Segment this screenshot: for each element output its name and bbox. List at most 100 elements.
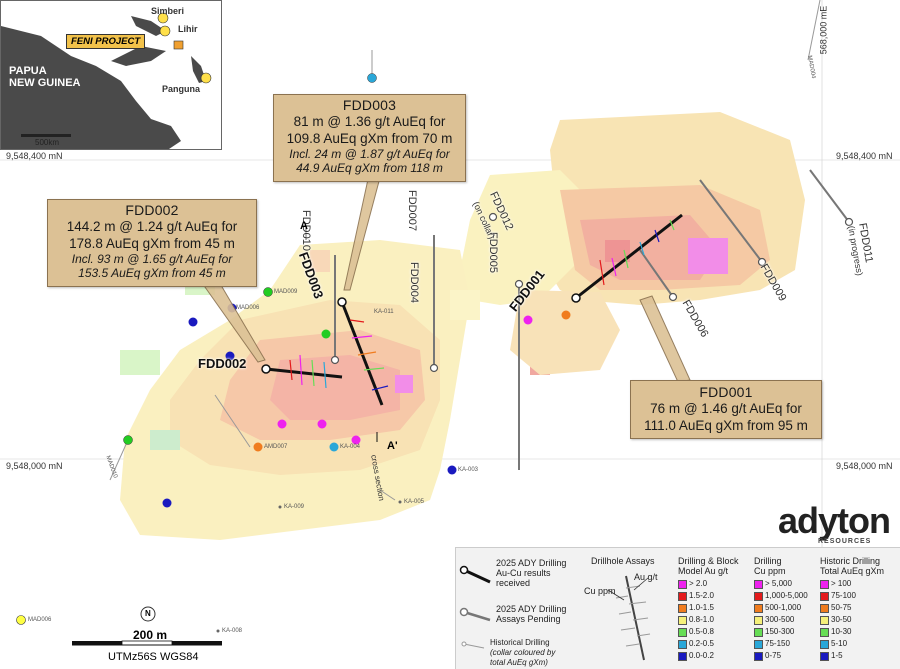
legend-label-cu-5: 75-150 xyxy=(765,639,790,648)
legend-label-au-5: 0.2-0.5 xyxy=(689,639,714,648)
hist-label-mad009: MAD009 xyxy=(274,289,298,295)
legend-swatch-au-0 xyxy=(678,580,687,589)
legend-cu-ppm: Cu ppm xyxy=(584,586,616,596)
callout-fdd001: FDD001 76 m @ 1.46 g/t AuEq for 111.0 Au… xyxy=(630,380,822,439)
block-model-east xyxy=(460,112,805,375)
hist-label-amd007: AMD007 xyxy=(264,444,288,450)
legend-swatch-cu-2 xyxy=(754,604,763,613)
legend-label-hist-5: 5-10 xyxy=(831,639,848,648)
callout-fdd003-title: FDD003 xyxy=(342,97,397,113)
callout-fdd003-line4: 44.9 AuEq gXm from 118 m xyxy=(296,161,443,175)
hist-label-mad006-sw: MAD006 xyxy=(28,617,52,623)
inset-canvas xyxy=(1,1,221,149)
legend-swatch-hist-3 xyxy=(820,616,829,625)
legend-label-cu-6: 0-75 xyxy=(765,651,782,660)
callout-fdd002-line3: Incl. 93 m @ 1.65 g/t AuEq for xyxy=(71,252,233,266)
hist-label-mad006: MAD006 xyxy=(236,305,260,311)
projection-label: UTMz56S WGS84 xyxy=(108,651,199,663)
legend-swatch-cu-1 xyxy=(754,592,763,601)
legend-label-au-6: 0.0-0.2 xyxy=(689,651,714,660)
received-holes xyxy=(261,213,683,406)
legend-swatch-cu-0 xyxy=(754,580,763,589)
hist-label-ka011: KA-011 xyxy=(374,309,394,315)
simberi-label: Simberi xyxy=(151,6,185,16)
legend-label-au-2: 1.0-1.5 xyxy=(689,603,714,612)
legend-label-hist-0: > 100 xyxy=(831,579,852,588)
legend-swatch-cu-5 xyxy=(754,640,763,649)
legend-swatch-au-5 xyxy=(678,640,687,649)
hist-label-ka009: KA-009 xyxy=(284,504,305,510)
coord-north-bottom-left: 9,548,000 mN xyxy=(6,461,63,471)
legend-swatch-au-1 xyxy=(678,592,687,601)
hole-label-fdd004: FDD004 xyxy=(408,262,420,303)
historic-traces xyxy=(109,0,821,501)
legend-swatch-hist-5 xyxy=(820,640,829,649)
callout-fdd003-line1: 81 m @ 1.36 g/t AuEq for xyxy=(293,114,446,129)
legend-label-hist-6: 1-5 xyxy=(831,651,843,660)
coord-east-top: 568,000 mE xyxy=(818,5,829,55)
legend-label-au-3: 0.8-1.0 xyxy=(689,615,714,624)
legend-swatch-hist-1 xyxy=(820,592,829,601)
callout-fdd002-line4: 153.5 AuEq gXm from 45 m xyxy=(78,266,226,280)
hist-label-ka003: KA-003 xyxy=(458,467,479,473)
hole-label-fdd007: FDD007 xyxy=(406,190,418,231)
callout-fdd003-line2: 109.8 AuEq gXm from 70 m xyxy=(286,131,453,146)
hist-label-ka008: KA-008 xyxy=(222,628,243,634)
coord-north-top-right: 9,548,400 mN xyxy=(836,151,893,161)
historic-collars xyxy=(16,73,571,633)
legend-label-hist-1: 75-100 xyxy=(831,591,856,600)
adyton-logo: adyton xyxy=(778,500,891,541)
legend-label-hist-4: 10-30 xyxy=(831,627,852,636)
legend-swatch-au-2 xyxy=(678,604,687,613)
section-a-prime-label: A' xyxy=(387,440,398,452)
hole-label-fdd002: FDD002 xyxy=(198,356,247,371)
legend-historic: Historical Drilling (collar coloured by … xyxy=(490,638,556,667)
cross-section-line xyxy=(305,228,378,442)
callout-fdd002-line1: 144.2 m @ 1.24 g/t AuEq for xyxy=(66,219,238,234)
legend-label-cu-4: 150-300 xyxy=(765,627,795,636)
legend-label-cu-3: 300-500 xyxy=(765,615,795,624)
coord-north-bottom-right: 9,548,000 mN xyxy=(836,461,893,471)
lihir-label: Lihir xyxy=(178,24,198,34)
feni-project-label: FENI PROJECT xyxy=(66,34,146,49)
legend-swatch-hist-0 xyxy=(820,580,829,589)
legend-label-cu-0: > 5,000 xyxy=(765,579,792,588)
legend-swatch-au-4 xyxy=(678,628,687,637)
block-model-west xyxy=(120,240,480,540)
callout-fdd001-line1: 76 m @ 1.46 g/t AuEq for xyxy=(650,401,802,416)
pending-collars xyxy=(330,212,854,373)
hist-label-ka005: KA-005 xyxy=(404,499,425,505)
hist-label-ka004: KA-004 xyxy=(340,444,361,450)
callout-fdd002-title: FDD002 xyxy=(125,202,179,218)
coord-north-top-left: 9,548,400 mN xyxy=(6,151,63,161)
panguna-label: Panguna xyxy=(162,84,201,94)
legend-swatch-cu-4 xyxy=(754,628,763,637)
callout-fdd001-title: FDD001 xyxy=(699,384,753,400)
callout-fdd001-line2: 111.0 AuEq gXm from 95 m xyxy=(644,418,808,433)
legend-label-au-1: 1.5-2.0 xyxy=(689,591,714,600)
scale-bar xyxy=(72,640,222,646)
legend-swatch-cu-3 xyxy=(754,616,763,625)
legend-swatch-hist-2 xyxy=(820,604,829,613)
legend-canvas xyxy=(459,565,651,661)
callout-fdd003-line3: Incl. 24 m @ 1.87 g/t AuEq for xyxy=(289,147,450,161)
scale-label: 200 m xyxy=(133,628,168,642)
legend-au-gt: Au g/t xyxy=(634,572,658,582)
pending-holes xyxy=(334,169,850,470)
legend-swatch-au-6 xyxy=(678,652,687,661)
section-a-label: A xyxy=(300,220,308,232)
legend-label-au-4: 0.5-0.8 xyxy=(689,627,714,636)
legend-swatch-cu-6 xyxy=(754,652,763,661)
legend-label-cu-2: 500-1,000 xyxy=(765,603,802,612)
callout-fdd002: FDD002 144.2 m @ 1.24 g/t AuEq for 178.8… xyxy=(47,199,257,287)
legend-swatch-hist-4 xyxy=(820,628,829,637)
north-arrow xyxy=(140,606,156,622)
